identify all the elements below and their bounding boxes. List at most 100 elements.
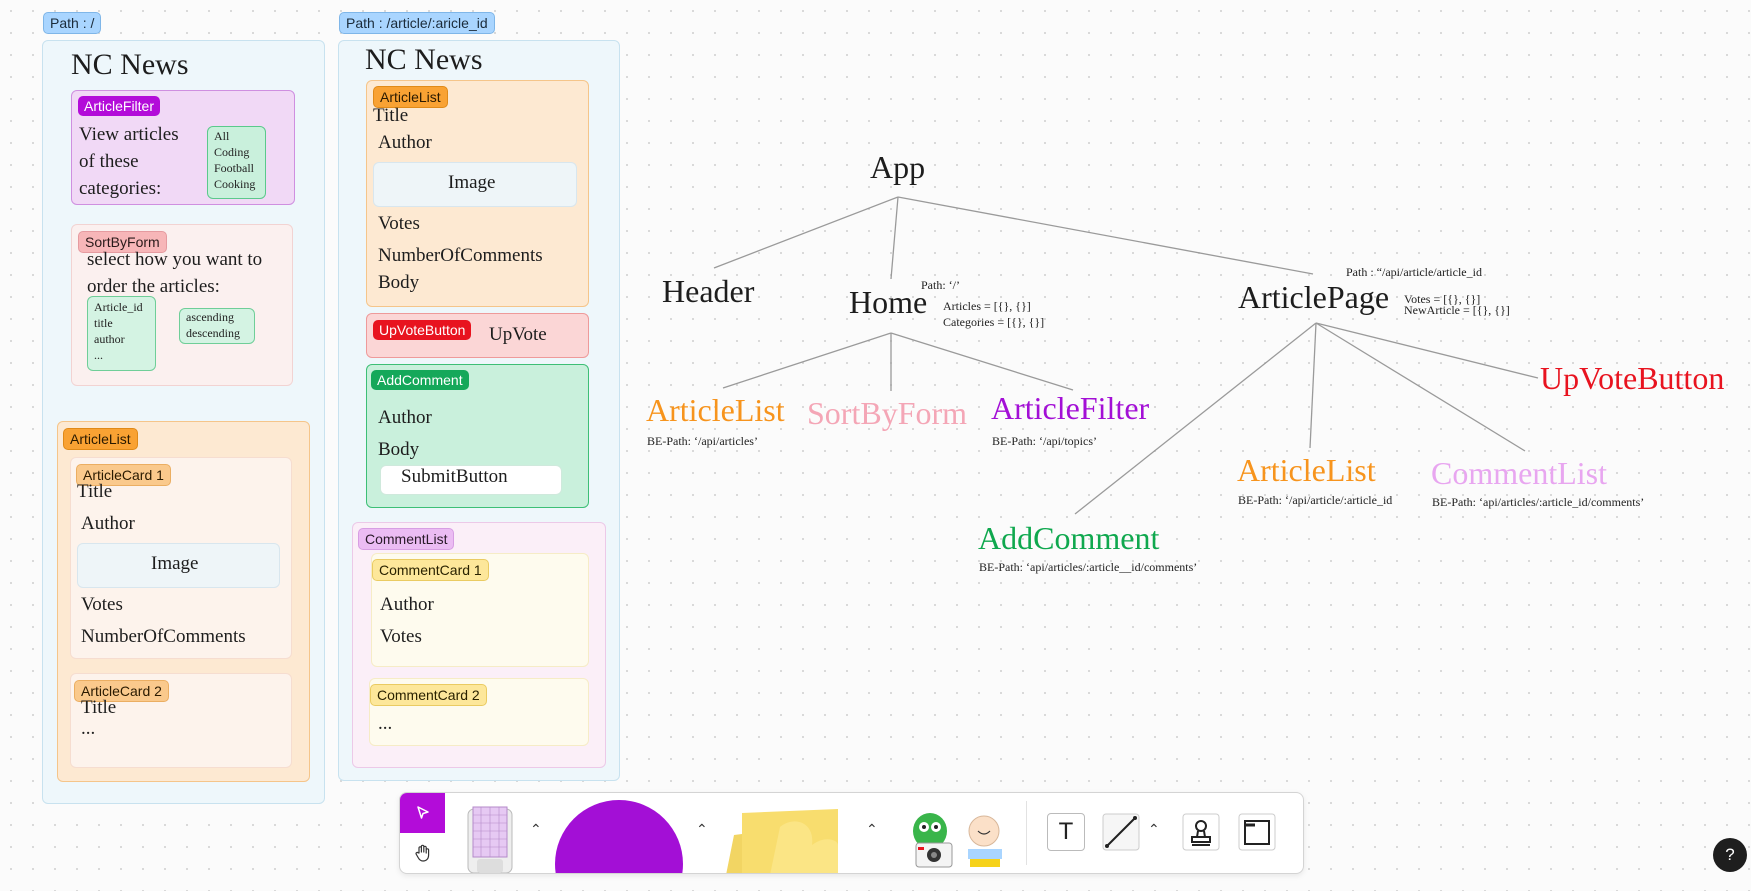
article-author: Author xyxy=(378,132,432,153)
comment-body: Body xyxy=(378,439,420,460)
home-state-articles: Articles = [{}, {}] xyxy=(943,299,1031,313)
card-image-label: Image xyxy=(151,553,199,574)
article-image-label: Image xyxy=(448,172,496,193)
sort-field-options-list: Article_id title author ... xyxy=(94,300,143,362)
sort-order-options[interactable] xyxy=(179,308,255,344)
sort-order-options-list: ascending descending xyxy=(186,310,240,340)
articlepage-path-note: Path : “/api/article/article_id xyxy=(1346,265,1482,279)
bottom-toolbar: ⌃ ⌃ ⌃ T xyxy=(399,792,1304,874)
connector-app-header xyxy=(713,196,899,269)
add-comment-tag: AddComment xyxy=(371,370,469,390)
stamp-tool-button[interactable] xyxy=(1180,811,1222,853)
sort-by-form-tag: SortByForm xyxy=(78,231,167,253)
chevron-up-icon[interactable]: ⌃ xyxy=(866,821,878,837)
tree-node-header[interactable]: Header xyxy=(662,273,755,309)
article-votes: Votes xyxy=(378,213,420,234)
grid-pad-icon xyxy=(467,806,513,873)
tree-node-upvotebutton[interactable]: UpVoteButton xyxy=(1540,360,1725,396)
card-votes: Votes xyxy=(81,594,123,615)
comment-list-tag: CommentList xyxy=(358,528,455,550)
tree-node-app[interactable]: App xyxy=(870,149,926,185)
sticker-icon xyxy=(913,813,1002,868)
connector-ap-upvote xyxy=(1315,322,1539,379)
submit-button-label: SubmitButton xyxy=(401,466,508,487)
sticker-tool-button[interactable] xyxy=(908,809,1008,873)
articlepage-state-votes: Votes = [{}, {}] xyxy=(1404,292,1481,306)
page-title: NC News xyxy=(71,48,189,81)
comment-author: Author xyxy=(378,407,432,428)
frame-path-label[interactable]: Path : /article/:aricle_id xyxy=(339,12,495,34)
tree-node-articlelist-home[interactable]: ArticleList xyxy=(646,392,785,428)
article-title: Title xyxy=(373,105,409,126)
tree-node-sortbyform[interactable]: SortByForm xyxy=(807,395,968,431)
comment-card-tag: CommentCard 1 xyxy=(372,559,489,581)
article-image-placeholder xyxy=(373,162,577,207)
comment-author: Author xyxy=(380,594,434,615)
connector-home-articlefilter xyxy=(890,332,1074,391)
tree-node-home[interactable]: Home xyxy=(849,284,928,320)
category-options-list: All Coding Football Cooking xyxy=(214,129,256,191)
connector-ap-addcomment xyxy=(1074,322,1317,515)
hand-icon xyxy=(414,844,429,862)
comment-card-tag: CommentCard 2 xyxy=(370,684,487,706)
tree-node-commentlist[interactable]: CommentList xyxy=(1431,455,1607,491)
card-author: Author xyxy=(81,513,135,534)
text-icon: T xyxy=(1047,813,1085,851)
tree-node-articlelist-ap[interactable]: ArticleList xyxy=(1237,452,1376,488)
addcomment-be-path: BE-Path: ‘api/articles/:article__id/comm… xyxy=(979,560,1198,574)
home-path-note: Path: ‘/’ xyxy=(921,278,960,292)
sort-field-options[interactable] xyxy=(87,296,156,371)
chevron-up-icon[interactable]: ⌃ xyxy=(1148,821,1160,837)
card-title: Title xyxy=(81,697,117,718)
page-title: NC News xyxy=(365,43,483,76)
home-state-categories: Categories = [{}, {}] xyxy=(943,315,1045,329)
article-filter-text: View articles of these categories: xyxy=(79,124,179,199)
tree-node-articlepage[interactable]: ArticlePage xyxy=(1238,279,1390,315)
upvote-label[interactable]: UpVote xyxy=(489,324,547,345)
articlefilter-be-path: BE-Path: ‘/api/topics’ xyxy=(992,434,1097,448)
article-filter-tag: ArticleFilter xyxy=(78,96,161,116)
sticky-grid-tool-button[interactable] xyxy=(464,803,516,873)
hand-tool-button[interactable] xyxy=(400,833,445,873)
sort-by-form-text: select how you want to order the article… xyxy=(87,249,263,297)
article-card-tag: ArticleCard 2 xyxy=(74,680,169,702)
select-tool-button[interactable] xyxy=(400,793,445,833)
card-comments: NumberOfComments xyxy=(81,626,246,647)
frame-tool-button[interactable] xyxy=(1236,811,1278,853)
connector-tool-button[interactable] xyxy=(1100,811,1142,853)
shape-tool-button[interactable] xyxy=(554,799,684,873)
sticky-note-tool-button[interactable] xyxy=(720,805,850,873)
toolbar-divider xyxy=(1026,801,1027,865)
ap-articlelist-be-path: BE-Path: ‘/api/article/:article_id xyxy=(1238,493,1393,507)
help-button[interactable]: ? xyxy=(1713,838,1747,872)
articlelist-be-path: BE-Path: ‘/api/articles’ xyxy=(647,434,758,448)
card-title: Title xyxy=(77,481,113,502)
category-options[interactable] xyxy=(207,126,266,199)
chevron-up-icon[interactable]: ⌃ xyxy=(696,821,708,837)
circle-shape-icon xyxy=(555,800,683,873)
chevron-up-icon[interactable]: ⌃ xyxy=(530,821,542,837)
line-icon xyxy=(1102,813,1140,851)
card-image-placeholder xyxy=(77,543,280,588)
article-list-tag: ArticleList xyxy=(63,428,138,450)
article-body: Body xyxy=(378,272,420,293)
connector-app-articlepage xyxy=(897,196,1314,275)
upvote-button-tag: UpVoteButton xyxy=(373,320,472,340)
connector-app-home xyxy=(890,196,899,280)
tree-node-articlefilter[interactable]: ArticleFilter xyxy=(991,390,1150,426)
articlepage-state-newarticle: NewArticle = [{}, {}] xyxy=(1404,303,1510,317)
connector-ap-commentlist xyxy=(1315,322,1526,452)
article-card-tag: ArticleCard 1 xyxy=(76,464,171,486)
tree-node-addcomment[interactable]: AddComment xyxy=(978,520,1160,556)
text-tool-button[interactable]: T xyxy=(1045,811,1087,853)
frame-path-label[interactable]: Path : / xyxy=(43,12,102,34)
commentlist-be-path: BE-Path: ‘api/articles/:article_id/comme… xyxy=(1432,495,1645,509)
frame-icon xyxy=(1238,813,1276,851)
cursor-icon xyxy=(416,806,429,819)
connector-ap-articlelist xyxy=(1309,322,1317,449)
comment-votes: Votes xyxy=(380,626,422,647)
card-more: ... xyxy=(81,718,96,739)
stamp-icon xyxy=(1182,813,1220,851)
submit-button[interactable] xyxy=(380,465,562,495)
